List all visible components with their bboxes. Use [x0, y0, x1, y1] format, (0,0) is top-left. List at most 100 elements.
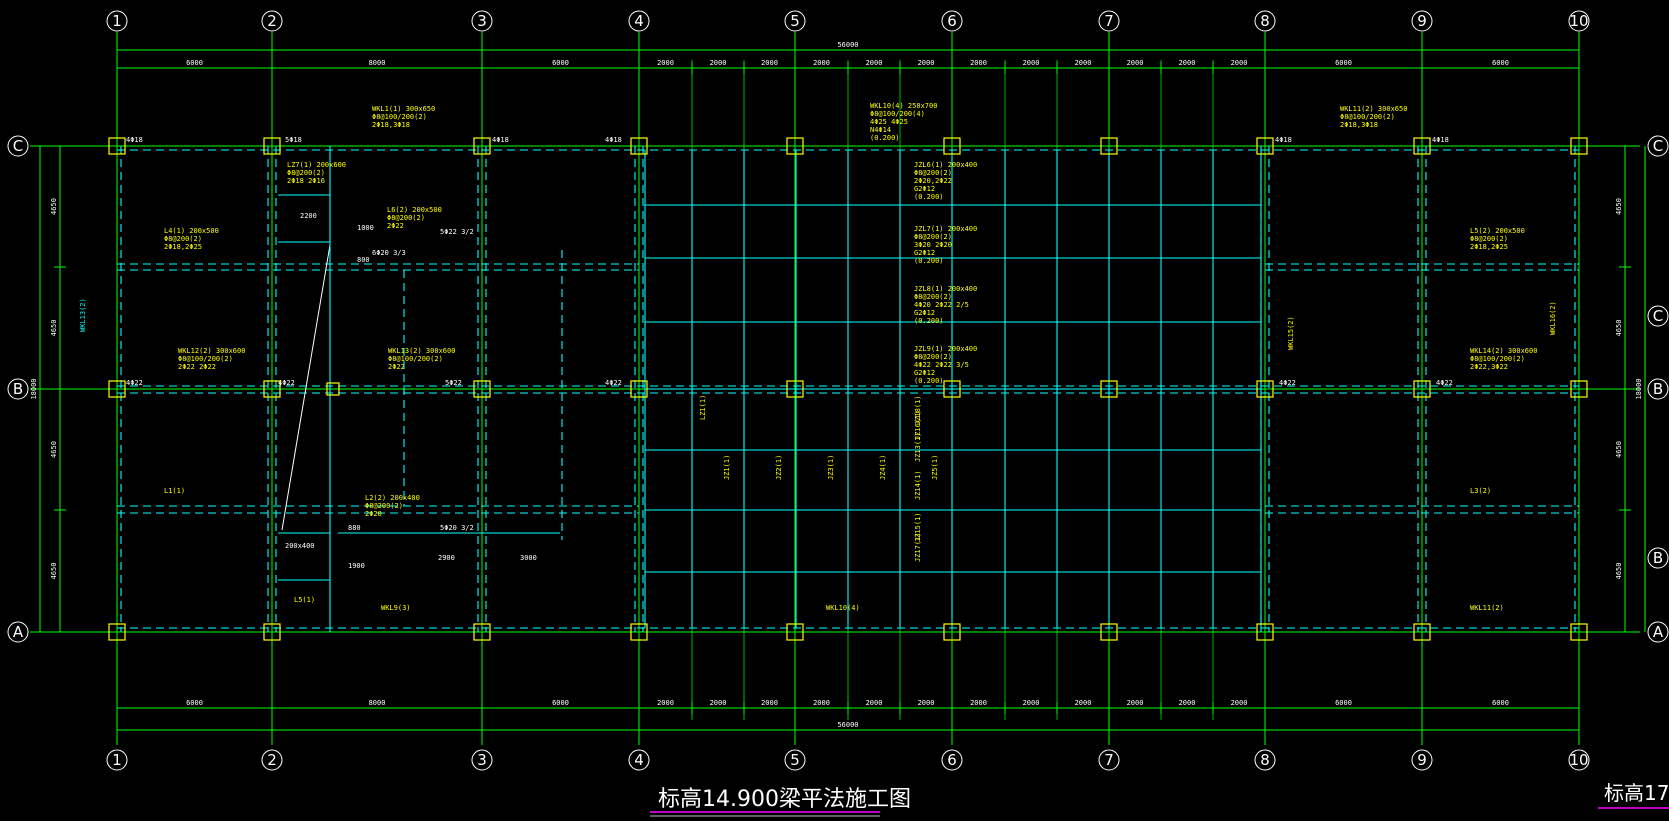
- anno-l6-line-0: L6(2) 200x500: [387, 206, 442, 214]
- anno-jz-vert-10: JZ18(1): [914, 395, 922, 425]
- anno-wkl10b-line-0: WKL10(4): [826, 604, 860, 612]
- column-1-2: [473, 380, 491, 398]
- anno-wkl12-line-2: 2Φ22 2Φ22: [178, 363, 216, 371]
- anno-wkl13-line-2: 2Φ22: [388, 363, 405, 371]
- anno-opening-dim-0: 2900: [438, 554, 455, 562]
- axis-bubble-top-10-circle: [1568, 10, 1590, 32]
- anno-wkl11-line-2: 2Φ18,3Φ18: [1340, 121, 1378, 129]
- axis-bubble-bottom-10-circle: [1568, 749, 1590, 771]
- axis-bubble-bottom-4-circle: [628, 749, 650, 771]
- anno-col-mark-3: 4Φ18: [605, 136, 622, 144]
- anno-l5b-line-0: L5(1): [294, 596, 315, 604]
- column-0-1: [263, 137, 281, 155]
- bottom-dim-label-14: 2000: [1231, 699, 1248, 707]
- anno-opening-dim-4: 800: [357, 256, 370, 264]
- axis-bubble-top-4-label: 4: [634, 12, 644, 30]
- column-0-7: [1256, 137, 1274, 155]
- column-0-0: [108, 137, 126, 155]
- anno-opening-dim-3: 1000: [357, 224, 374, 232]
- anno-wkl10-line-4: (0.200): [870, 134, 900, 142]
- column-squares: [108, 137, 1588, 641]
- anno-jz-vert-4: JZ5(1): [931, 455, 939, 480]
- axis-bubble-right-2-label: B: [1653, 380, 1663, 398]
- anno-wkl13-line-0: WKL13(2) 300x600: [388, 347, 455, 355]
- axis-bubble-bottom-3-label: 3: [477, 751, 487, 769]
- anno-wkl11-line-0: WKL11(2) 300x650: [1340, 105, 1407, 113]
- bottom-dim-label-10: 2000: [1023, 699, 1040, 707]
- anno-jz9-line-4: (0.200): [914, 377, 944, 385]
- axis-bubble-left-C-circle: [7, 135, 29, 157]
- column-1-1: [263, 380, 281, 398]
- anno-col-mark-5: 4Φ18: [1432, 136, 1449, 144]
- anno-opening-dim-2: 2200: [300, 212, 317, 220]
- top-dim-label-5: 2000: [761, 59, 778, 67]
- anno-l4-line-2: 2Φ18,2Φ25: [164, 243, 202, 251]
- anno-jz-vert-7: JZ15(1): [914, 512, 922, 542]
- axis-bubble-right-1-label: C: [1653, 307, 1663, 325]
- anno-jz-vert-5: JZ13(1): [914, 432, 922, 462]
- top-dim-label-7: 2000: [866, 59, 883, 67]
- axis-bubble-bottom-8-label: 8: [1260, 751, 1270, 769]
- axis-bubble-bottom-6-label: 6: [947, 751, 957, 769]
- axis-bubble-top-10-label: 10: [1569, 12, 1588, 30]
- top-dim-label-3: 2000: [657, 59, 674, 67]
- anno-jz-vert-0: JZ1(1): [723, 455, 731, 480]
- anno-jz8-line-2: 4Φ20 2Φ22 2/5: [914, 301, 969, 309]
- anno-jz7-line-1: Φ8@200(2): [914, 233, 952, 241]
- anno-l5-line-1: Φ8@200(2): [1470, 235, 1508, 243]
- axis-bubble-bottom-6-circle: [941, 749, 963, 771]
- column-0-9: [1570, 137, 1588, 155]
- anno-jz-vert-1: JZ2(1): [775, 455, 783, 480]
- axis-bubble-bottom-7-circle: [1098, 749, 1120, 771]
- column-0-5: [943, 137, 961, 155]
- anno-jz7-line-0: JZL7(1) 200x400: [914, 225, 977, 233]
- anno-jz-vert-8: JZ16(1): [914, 410, 922, 440]
- bottom-overall-label: 56000: [837, 721, 858, 729]
- beam-annotations: WKL1(1) 300x650Φ8@100/200(2)2Φ18,3Φ18WKL…: [79, 102, 1557, 612]
- anno-jz7-line-3: G2Φ12: [914, 249, 935, 257]
- anno-opening-dim-7: 6Φ20 3/3: [372, 249, 406, 257]
- bottom-dim-label-9: 2000: [970, 699, 987, 707]
- anno-l3-line-0: L3(2): [1470, 487, 1491, 495]
- bottom-dim-label-4: 2000: [710, 699, 727, 707]
- anno-lz7-line-1: Φ8@200(2): [287, 169, 325, 177]
- anno-jz6-line-2: 2Φ20,2Φ22: [914, 177, 952, 185]
- top-dim-label-0: 6000: [186, 59, 203, 67]
- axis-bubble-bottom-2-circle: [261, 749, 283, 771]
- bottom-dim-label-1: 8000: [369, 699, 386, 707]
- anno-jz-vert-2: JZ3(1): [827, 455, 835, 480]
- axis-bubble-top-3-label: 3: [477, 12, 487, 30]
- column-1-8: [1413, 380, 1431, 398]
- bottom-dim-label-12: 2000: [1127, 699, 1144, 707]
- right-dim-label-3: 4650: [1615, 563, 1623, 580]
- axis-bubble-left-B-label: B: [13, 380, 23, 398]
- anno-l2-line-1: Φ8@200(2): [365, 502, 403, 510]
- anno-jz6-line-1: Φ8@200(2): [914, 169, 952, 177]
- axis-bubble-top-5-label: 5: [790, 12, 800, 30]
- anno-wkl14-line-1: Φ8@100/200(2): [1470, 355, 1525, 363]
- anno-jz7-line-2: 3Φ20 2Φ20: [914, 241, 952, 249]
- axis-bubble-top-1-circle: [106, 10, 128, 32]
- column-2-8: [1413, 623, 1431, 641]
- column-2-7: [1256, 623, 1274, 641]
- column-1-0: [108, 380, 126, 398]
- axis-bubble-top-5-circle: [784, 10, 806, 32]
- top-dim-label-4: 2000: [710, 59, 727, 67]
- column-1-4: [786, 380, 804, 398]
- axis-bubble-right-1-circle: [1647, 305, 1669, 327]
- bottom-dim-label-16: 6000: [1492, 699, 1509, 707]
- axis-bubble-bottom-1-label: 1: [112, 751, 122, 769]
- column-2-9: [1570, 623, 1588, 641]
- left-dim-label-2: 4650: [50, 441, 58, 458]
- top-overall-label: 56000: [837, 41, 858, 49]
- axis-bubble-top-7-label: 7: [1104, 12, 1114, 30]
- axis-bubble-top-2-circle: [261, 10, 283, 32]
- anno-jz9-line-1: Φ8@200(2): [914, 353, 952, 361]
- right-overall-label: 18000: [1635, 378, 1643, 399]
- anno-jz6-line-0: JZL6(1) 200x400: [914, 161, 977, 169]
- anno-col-mark-4: 4Φ18: [1275, 136, 1292, 144]
- column-1-9: [1570, 380, 1588, 398]
- axis-bubble-top-8-circle: [1254, 10, 1276, 32]
- top-dim-label-13: 2000: [1179, 59, 1196, 67]
